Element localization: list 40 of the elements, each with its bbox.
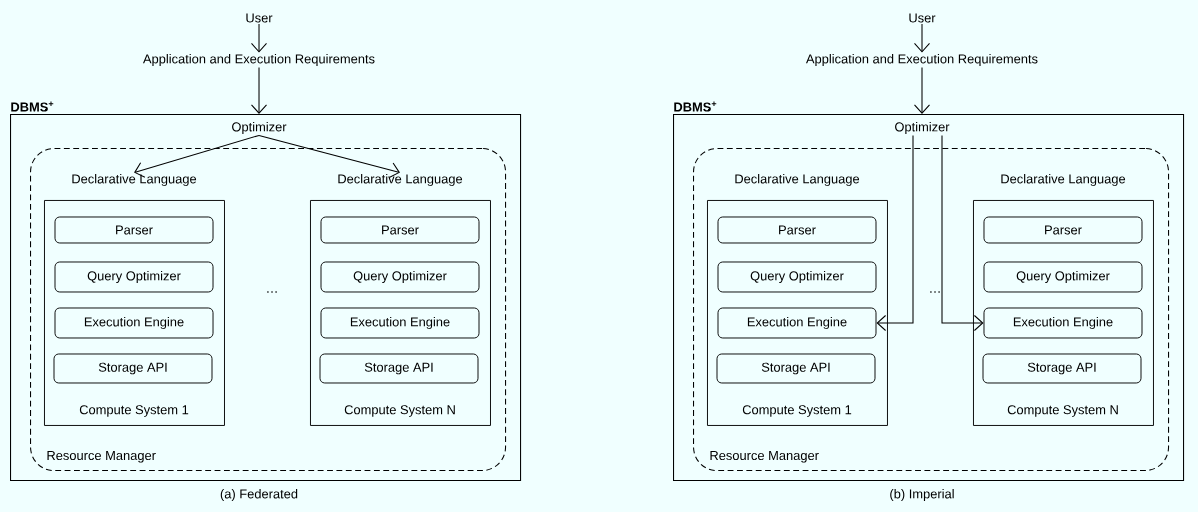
- optimizer-label: Optimizer: [895, 122, 950, 134]
- node-label: Declarative Language: [1001, 173, 1126, 186]
- optimizer-label: Optimizer: [232, 122, 287, 134]
- node-label: Declarative Language: [735, 173, 860, 186]
- ellipsis: …: [930, 291, 940, 293]
- component-box: Storage API: [716, 353, 876, 384]
- component-box: Parser: [54, 216, 214, 244]
- arrow: [941, 134, 984, 331]
- arrow: [134, 134, 260, 178]
- caption: (a) Federated: [220, 489, 298, 501]
- actor-label: User: [909, 13, 936, 23]
- node-label: DBMS$^{+}$: [11, 101, 54, 112]
- actor-label: User: [246, 13, 273, 23]
- component-box: Execution Engine: [717, 307, 877, 339]
- component-box: Execution Engine: [983, 307, 1143, 339]
- node-label: Declarative Language: [72, 173, 197, 186]
- arrow: [913, 23, 931, 53]
- arrow: [258, 134, 400, 179]
- component-box: Storage API: [982, 353, 1142, 384]
- component-box: Query Optimizer: [320, 261, 480, 293]
- arrow: [251, 23, 268, 53]
- component-box: Parser: [320, 216, 480, 244]
- component-box: Query Optimizer: [54, 261, 214, 293]
- arrow: [251, 66, 268, 114]
- component-box: Parser: [717, 216, 877, 244]
- component-box: Query Optimizer: [983, 261, 1143, 293]
- requirements-label: Application and Execution Requirements: [805, 54, 1038, 66]
- arrow: [876, 134, 914, 331]
- component-box: Execution Engine: [320, 307, 480, 339]
- requirements-label: Application and Execution Requirements: [142, 54, 375, 66]
- arrow: [913, 66, 931, 114]
- caption: (b) Imperial: [890, 489, 954, 501]
- ellipsis: …: [267, 291, 277, 293]
- component-box: Storage API: [53, 353, 213, 384]
- node-label: Declarative Language: [338, 173, 463, 186]
- component-box: Storage API: [319, 353, 479, 384]
- node-label: DBMS$^{+}$: [674, 101, 717, 112]
- component-box: Execution Engine: [54, 307, 214, 339]
- component-box: Query Optimizer: [717, 261, 877, 293]
- component-box: Parser: [983, 216, 1143, 244]
